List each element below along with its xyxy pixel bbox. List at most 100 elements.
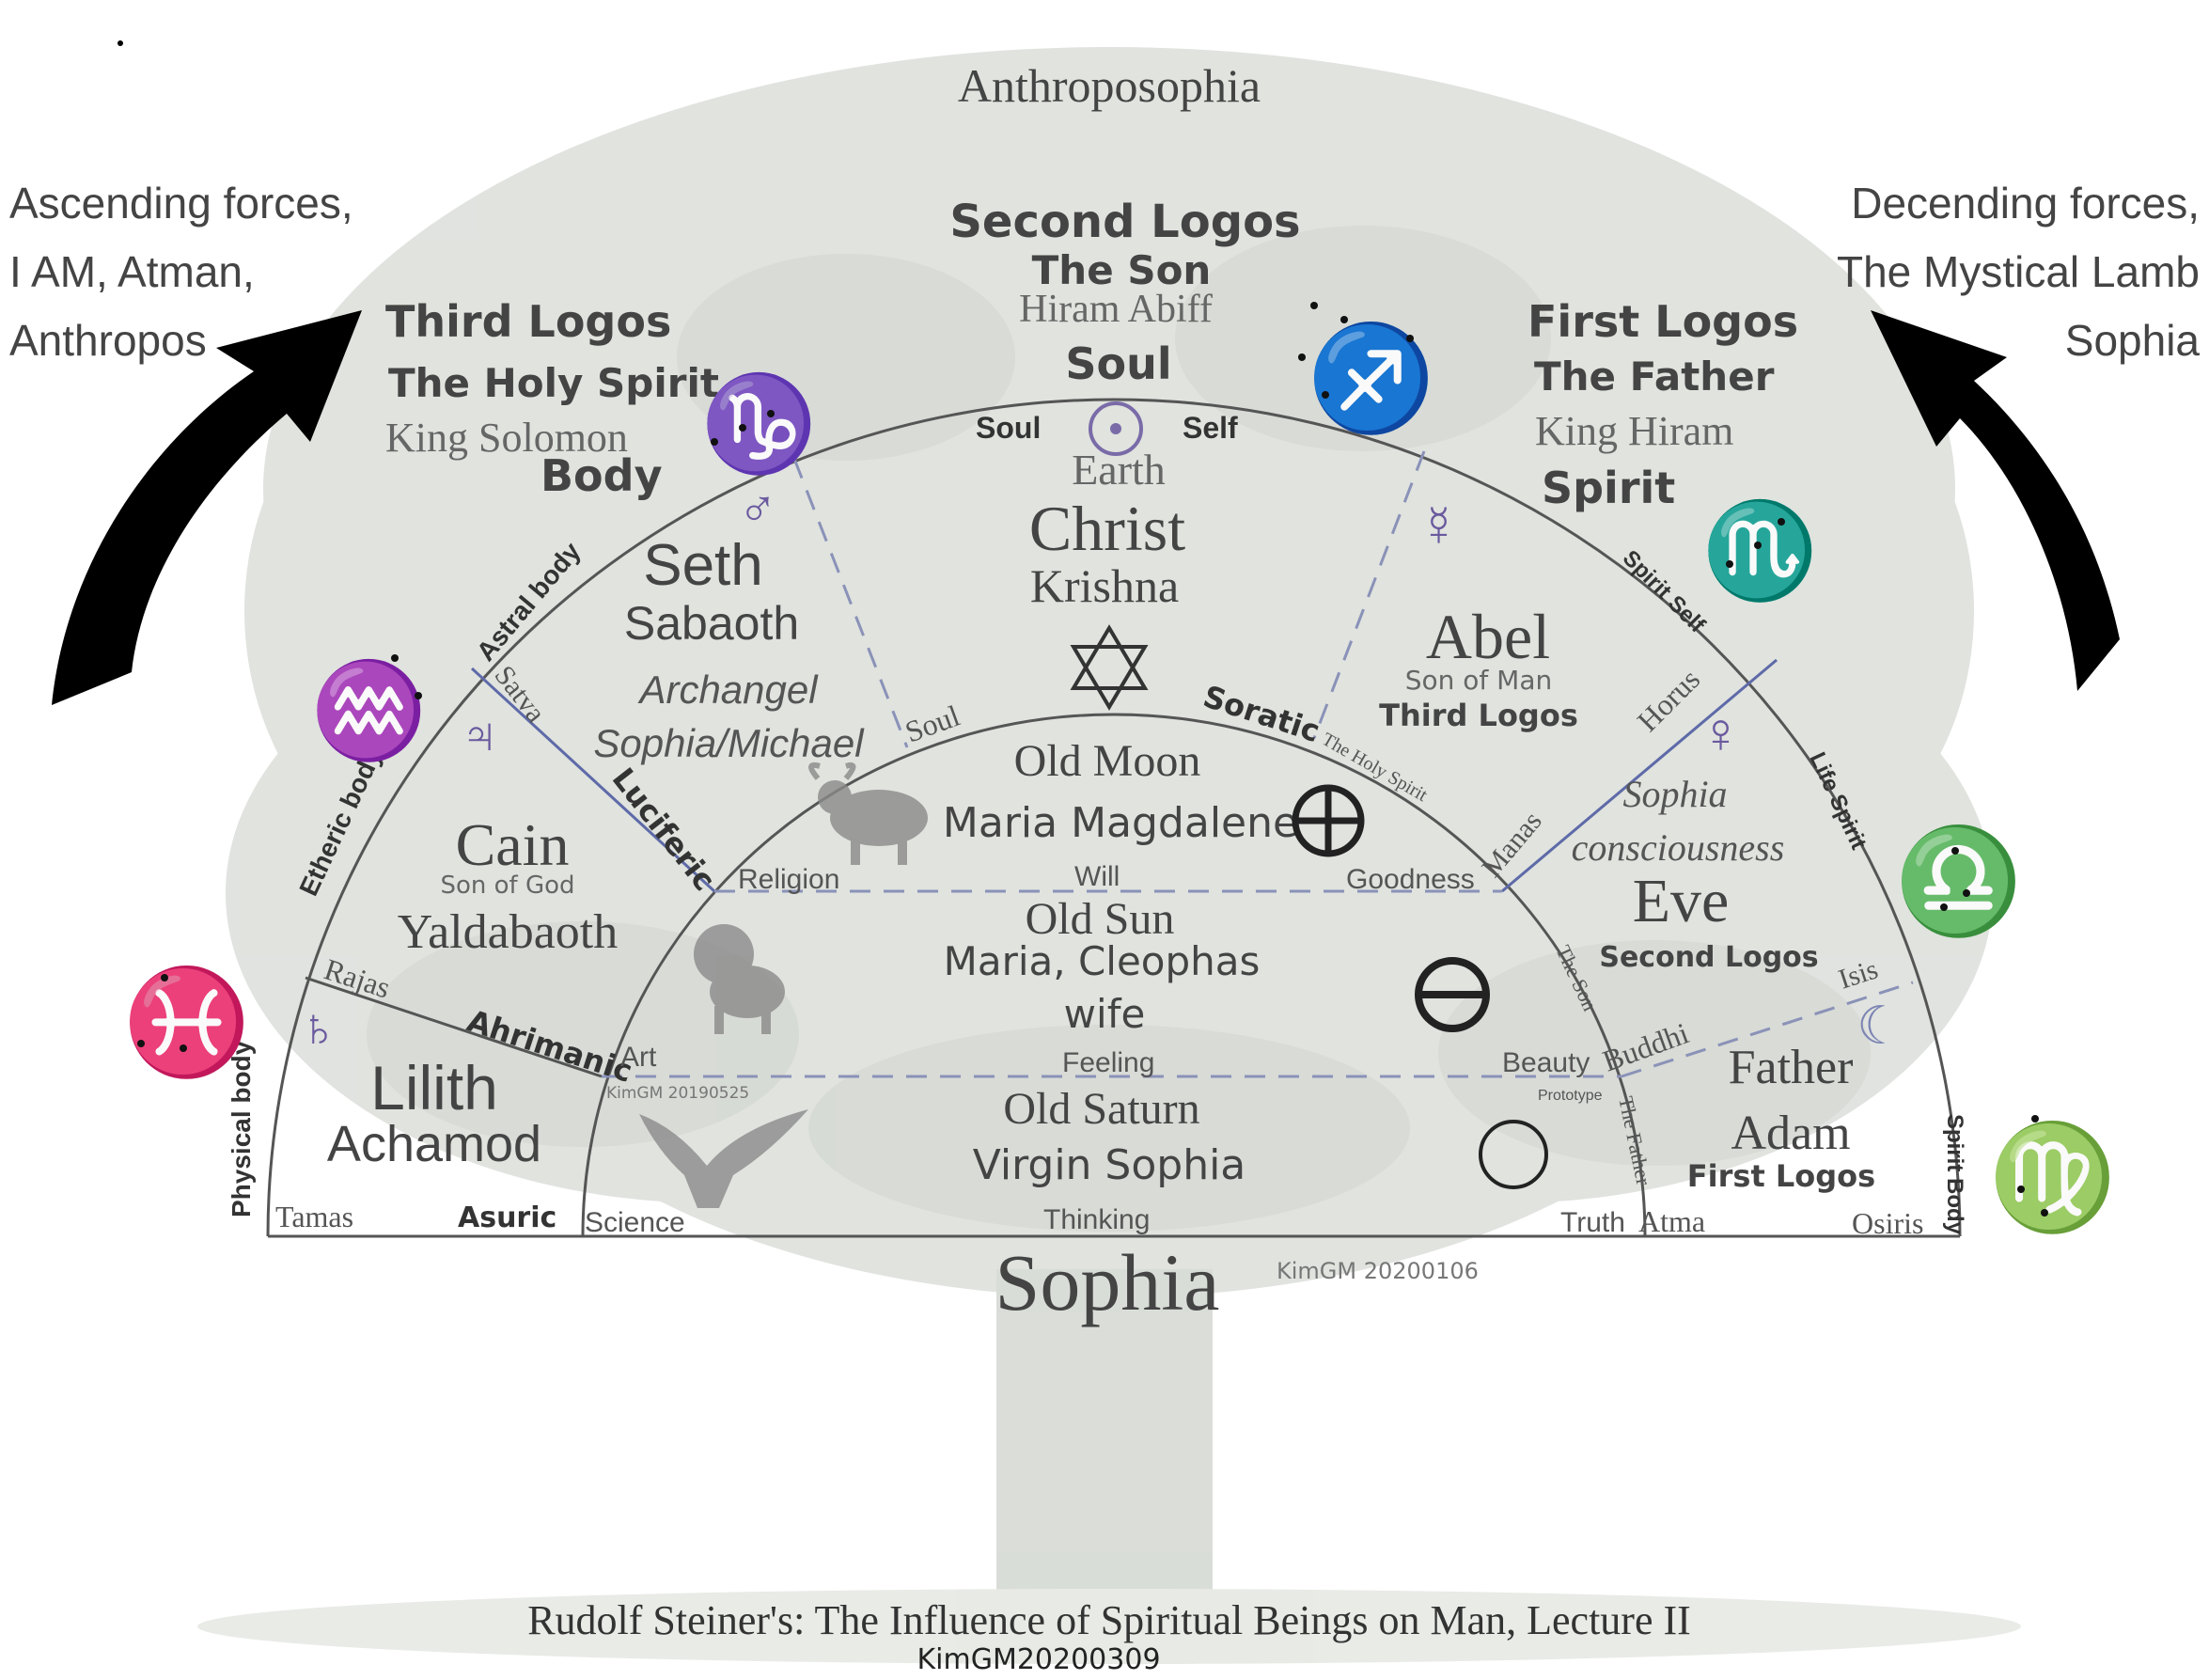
abel-block: Abel Son of Man Third Logos <box>1379 601 1578 733</box>
note-line: Ascending forces, <box>9 179 353 228</box>
theta-icon <box>1415 957 1490 1032</box>
zodiac-symbols: ♑ ♐ ♏ ♒ ♎ ♓ ♍ <box>122 320 2117 1236</box>
truth-label: Truth <box>1560 1207 1625 1238</box>
prototype-label: Prototype <box>1538 1088 1603 1104</box>
manas-line <box>1501 658 1778 893</box>
old-saturn-title: Old Saturn <box>1003 1084 1199 1134</box>
circle-icon <box>1479 1120 1548 1189</box>
third-logos-block: Third Logos The Holy Spirit King Solomon… <box>385 296 719 501</box>
luciferic-line <box>470 667 716 893</box>
father-first-logos-label: First Logos <box>1687 1158 1875 1194</box>
taurus-icon <box>808 761 928 865</box>
will-label: Will <box>1074 861 1120 892</box>
spirit-body-label: Spirit Body <box>1942 1114 1967 1235</box>
lion-icon <box>694 924 785 1034</box>
eagle-icon <box>639 1109 808 1208</box>
sabaoth-label: Sabaoth <box>624 597 799 650</box>
christ-label: Christ <box>1029 493 1185 564</box>
tamas-label: Tamas <box>275 1200 353 1233</box>
father-block: Father Adam First Logos <box>1687 1041 1875 1194</box>
second-logos-block: Second Logos The Son Hiram Abiff Soul <box>949 196 1300 389</box>
hiram-abiff-label: Hiram Abiff <box>1019 288 1213 331</box>
self-arc-label: Self <box>1183 411 1238 445</box>
son-of-god-label: Son of God <box>440 871 574 900</box>
earth-cross-icon <box>1292 784 1365 857</box>
venus-icon: ♀ <box>1700 701 1742 764</box>
old-sun-line3: wife <box>1064 991 1146 1037</box>
old-moon-subtitle: Maria Magdalene <box>943 799 1298 847</box>
sophia-eve-label: Sophia <box>1622 773 1727 815</box>
body-label: Body <box>540 450 663 501</box>
note-line: Sophia <box>2065 316 2201 365</box>
arrow-left-icon <box>52 310 362 705</box>
outer-arc <box>266 398 1962 1237</box>
old-saturn-block: Old Saturn Virgin Sophia <box>973 1084 1246 1189</box>
atma-label: Atma <box>1638 1204 1705 1238</box>
row-labels: Religion Will Goodness Art Feeling Beaut… <box>585 861 1625 1238</box>
osiris-label: Osiris <box>1852 1206 1923 1240</box>
saturn-icon: ♄ <box>299 997 338 1057</box>
soul-heading: Soul <box>1065 338 1171 389</box>
old-moon-block: Old Moon Maria Magdalene <box>943 736 1298 847</box>
moon-icon: ☾ <box>1856 996 1904 1055</box>
feeling-label: Feeling <box>1062 1047 1154 1078</box>
second-logos-heading: Second Logos <box>949 196 1300 248</box>
note-line: Decending forces, <box>1851 179 2200 228</box>
cain-label: Cain <box>456 811 570 878</box>
credit-small-2: KimGM 20200106 <box>1277 1258 1479 1284</box>
note-line: Anthropos <box>9 316 207 365</box>
mars-icon: ♂ <box>738 479 777 538</box>
eve-label: Eve <box>1633 867 1730 935</box>
the-father-label: The Father <box>1534 353 1775 400</box>
spirit-label: Spirit <box>1542 463 1675 513</box>
abel-label: Abel <box>1426 601 1550 672</box>
old-saturn-subtitle: Virgin Sophia <box>973 1141 1246 1189</box>
father-label: Father <box>1729 1041 1854 1094</box>
abel-third-logos-label: Third Logos <box>1379 698 1578 733</box>
old-sun-title: Old Sun <box>1026 894 1175 944</box>
old-sun-subtitle: Maria, Cleophas <box>944 938 1261 984</box>
sophia-base-label: Sophia <box>995 1237 1220 1327</box>
art-label: Art <box>620 1042 657 1073</box>
sun-icon <box>1089 401 1143 456</box>
aquarius-icon: ♒ <box>310 657 428 763</box>
first-logos-heading: First Logos <box>1528 296 1798 347</box>
krishna-label: Krishna <box>1030 559 1179 612</box>
stray-dot <box>118 40 123 46</box>
old-moon-title: Old Moon <box>1014 736 1201 786</box>
seth-label: Seth <box>643 533 763 598</box>
arrow-right-icon <box>1871 310 2120 691</box>
lilith-label: Lilith <box>370 1053 498 1123</box>
archangel-label: Archangel <box>636 667 819 712</box>
thinking-label: Thinking <box>1043 1204 1150 1235</box>
credit-bottom: KimGM20200309 <box>916 1643 1160 1676</box>
achamod-label: Achamod <box>327 1116 541 1172</box>
capricorn-icon: ♑ <box>700 370 818 477</box>
holy-spirit-label: The Holy Spirit <box>388 360 719 406</box>
king-hiram-label: King Hiram <box>1535 408 1733 454</box>
first-logos-block: First Logos The Father King Hiram Spirit <box>1528 296 1798 513</box>
consciousness-label: consciousness <box>1572 826 1785 869</box>
goodness-label: Goodness <box>1346 864 1475 895</box>
seth-block: Seth Sabaoth Archangel Sophia/Michael <box>593 533 865 765</box>
constellation-dots <box>137 302 2048 1217</box>
dashed-lines <box>602 450 1914 1078</box>
credit-small-1: KimGM 20190525 <box>606 1084 749 1103</box>
page-title: Anthroposophia <box>958 59 1261 112</box>
mercury-icon: ☿ <box>1418 495 1460 557</box>
jupiter-icon: ♃ <box>461 707 499 763</box>
physical-body-label: Physical body <box>227 1040 256 1217</box>
old-sun-block: Old Sun Maria, Cleophas wife <box>944 894 1261 1037</box>
note-line: The Mystical Lamb <box>1837 247 2200 296</box>
son-of-man-label: Son of Man <box>1405 665 1553 696</box>
ascending-forces-note: Ascending forces, I AM, Atman, Anthropos <box>9 179 353 365</box>
beauty-label: Beauty <box>1502 1047 1590 1078</box>
eve-second-logos-label: Second Logos <box>1599 941 1818 974</box>
star-of-david-icon <box>1070 624 1149 711</box>
sophia-michael-label: Sophia/Michael <box>593 721 865 765</box>
adam-label: Adam <box>1731 1107 1850 1160</box>
semicircle-structure <box>266 398 1962 1238</box>
yaldabaoth-label: Yaldabaoth <box>398 905 618 959</box>
